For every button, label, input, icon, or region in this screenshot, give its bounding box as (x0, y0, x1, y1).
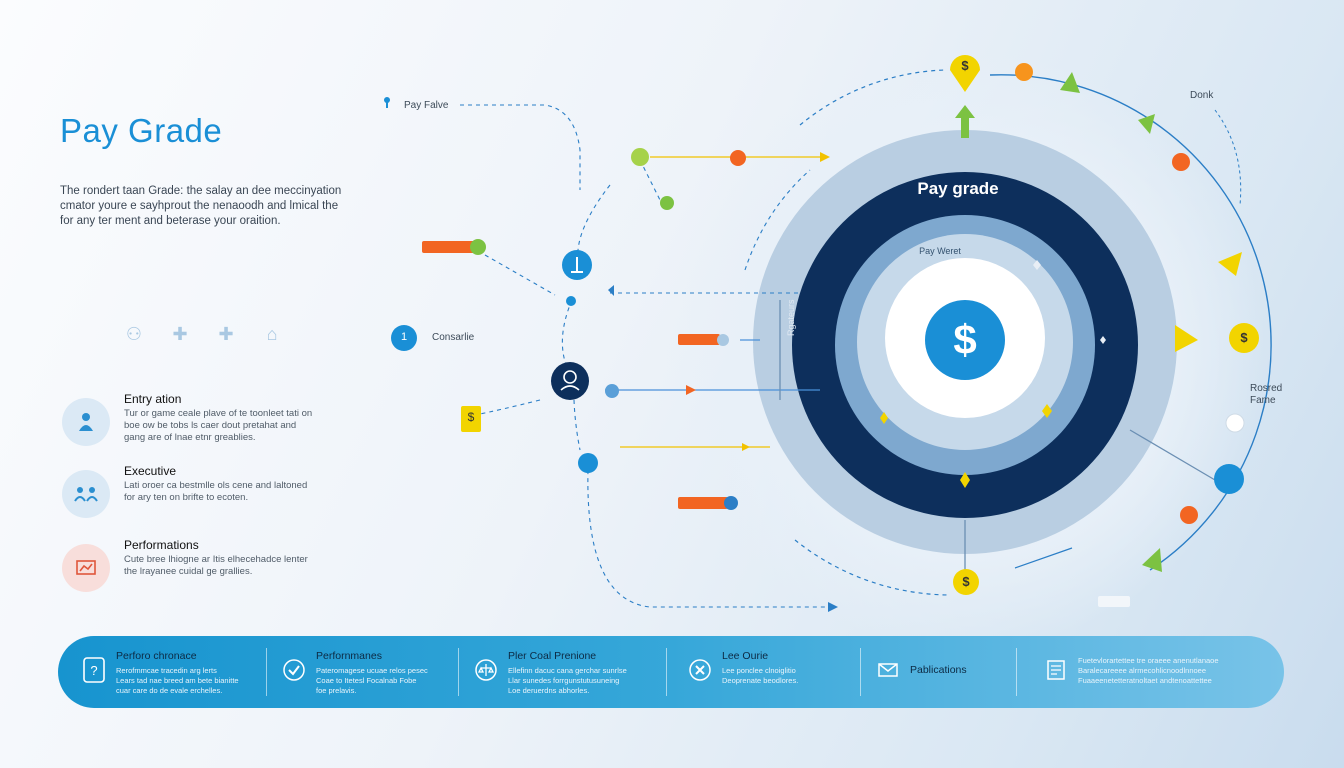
category-performations: Performations Cute bree lhiogne ar Itis … (62, 538, 332, 596)
rosred-label: Rosred Fame (1250, 383, 1283, 406)
scales-icon (474, 658, 498, 682)
bar-divider (266, 648, 267, 696)
dollar-pin-icon: $ (961, 58, 969, 73)
dollar-badge (925, 300, 1005, 380)
inner-ring-label: Pay Weret (919, 246, 961, 256)
bar-item-pablications: Pablications (876, 636, 1006, 708)
category-executive: Executive Lati oroer ca bestmlle ols cen… (62, 464, 332, 522)
document-icon (1044, 658, 1068, 682)
category-desc: Tur or game ceale plave of te toonleet t… (124, 408, 313, 443)
ghost-icon-row: ⚇ ✚ ✚ ⌂ (122, 322, 284, 346)
bar-item-performance: ? Perforo chronace Rerofmmcae tracedin a… (82, 636, 282, 708)
dollar-node-icon: $ (1240, 330, 1248, 345)
cross-icon (688, 658, 712, 682)
check-icon (282, 658, 306, 682)
bar-item-pler-coal: Pler Coal Prenione Ellefinn dacuc cana g… (474, 636, 674, 708)
intro-text: The rondert taan Grade: the salay an dee… (60, 184, 350, 229)
dollar-icon: $ (953, 316, 977, 363)
intro-line: for any ter ment and beterase your orait… (60, 215, 281, 227)
ring-side-label: Rgateurs (786, 299, 796, 336)
chart-board-icon (62, 544, 110, 592)
bar-divider (860, 648, 861, 696)
building-icon: ⌂ (266, 324, 278, 344)
category-desc: Cute bree lhiogne ar Itis elhecehadce le… (124, 554, 308, 577)
donk-label: Donk (1190, 90, 1214, 101)
bar-divider (458, 648, 459, 696)
category-desc: Lati oroer ca bestmlle ols cene and lalt… (124, 480, 308, 503)
bar-divider (1016, 648, 1017, 696)
bar-divider (666, 648, 667, 696)
page-title: Pay Grade (60, 112, 223, 149)
category-entry: Entry ation Tur or game ceale plave of t… (62, 392, 332, 450)
intro-line: The rondert taan Grade: the salay an dee… (60, 185, 342, 197)
consarlie-label: Consarlie (432, 332, 475, 343)
bar-item-performances: Perfornmanes Pateromagese ucuae relos pe… (282, 636, 462, 708)
team-icon (62, 470, 110, 518)
pay-falve-label: Pay Falve (404, 100, 449, 111)
category-name: Performations (124, 538, 199, 552)
svg-text:?: ? (90, 663, 97, 678)
ring-title: Pay grade (917, 179, 999, 198)
intro-line: cmator youre e sayhprout the nenaoodh an… (60, 200, 339, 212)
person-icon (62, 398, 110, 446)
people-icon: ⚇ (125, 324, 143, 344)
step-number: 1 (400, 331, 408, 343)
plus-icon: ✚ (172, 324, 188, 344)
category-name: Executive (124, 464, 177, 478)
mail-icon (876, 658, 900, 682)
plus-icon: ✚ (218, 324, 234, 344)
bar-item-document: Fuetevlorartettee tre oraeee anenutlanao… (1044, 636, 1264, 708)
category-name: Entry ation (124, 392, 182, 406)
dollar-node-icon: $ (962, 574, 970, 589)
question-doc-icon: ? (82, 657, 106, 683)
bottom-info-bar: ? Perforo chronace Rerofmmcae tracedin a… (58, 636, 1284, 708)
dollar-tag-icon: $ (467, 410, 475, 424)
